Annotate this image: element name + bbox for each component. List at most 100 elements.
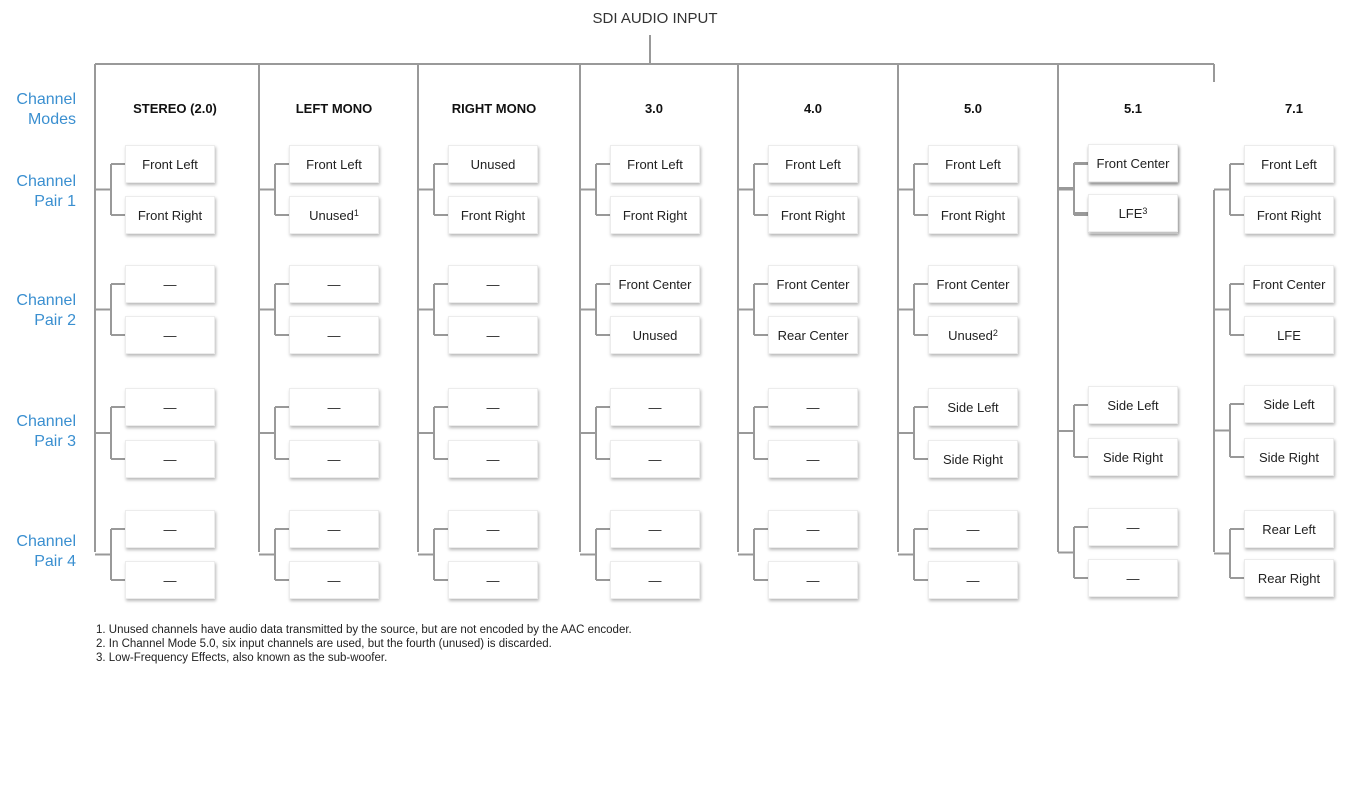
channel-slot: — xyxy=(448,440,538,478)
channel-slot: — xyxy=(125,510,215,548)
channel-slot: LFE xyxy=(1244,316,1334,354)
footnote-2: 2. In Channel Mode 5.0, six input channe… xyxy=(96,638,552,650)
channel-slot: — xyxy=(610,388,700,426)
mode-header: 3.0 xyxy=(644,101,664,116)
channel-slot: Front Left xyxy=(1244,145,1334,183)
channel-slot-label: Unused xyxy=(632,327,678,343)
channel-slot-label: — xyxy=(648,572,662,588)
channel-slot-label: Rear Left xyxy=(1262,521,1316,537)
channel-slot: Rear Left xyxy=(1244,510,1334,548)
channel-slot: Front Center xyxy=(768,265,858,303)
channel-slot-label: — xyxy=(163,572,177,588)
channel-slot-label: — xyxy=(1126,570,1140,586)
channel-slot-label: — xyxy=(486,399,500,415)
mode-header: 4.0 xyxy=(803,101,823,116)
channel-slot: — xyxy=(289,440,379,478)
mode-header: 5.0 xyxy=(963,101,983,116)
channel-slot-label: — xyxy=(806,572,820,588)
footnote-3: 3. Low-Frequency Effects, also known as … xyxy=(96,652,388,664)
channel-slot-label: Front Left xyxy=(142,156,198,172)
channel-slot: Front Right xyxy=(928,196,1018,234)
channel-slot-label: — xyxy=(327,276,341,292)
channel-slot: — xyxy=(289,265,379,303)
channel-slot-label: Front Right xyxy=(137,207,203,223)
channel-slot: — xyxy=(448,265,538,303)
channel-slot: Front Right xyxy=(448,196,538,234)
channel-slot-label: Front Right xyxy=(940,207,1006,223)
channel-slot-label: Front Left xyxy=(945,156,1001,172)
row-label-pair-3: Channel Pair 3 xyxy=(16,413,76,450)
channel-slot-label: — xyxy=(163,521,177,537)
channel-slot: — xyxy=(768,388,858,426)
channel-slot-label: LFE xyxy=(1277,327,1301,343)
channel-slot-label: — xyxy=(648,451,662,467)
channel-slot-label: — xyxy=(648,399,662,415)
channel-slot-label: Front Right xyxy=(460,207,526,223)
channel-slot-label: Side Right xyxy=(943,451,1003,467)
channel-slot-label: — xyxy=(327,521,341,537)
channel-slot-label: — xyxy=(806,451,820,467)
channel-slot-label: Front Center xyxy=(1252,276,1326,292)
diagram-title: SDI AUDIO INPUT xyxy=(592,10,718,27)
channel-slot-label: — xyxy=(163,276,177,292)
channel-slot-label: — xyxy=(486,572,500,588)
channel-slot-label: Unused xyxy=(309,207,354,223)
channel-slot: Front Right xyxy=(125,196,215,234)
channel-slot: Front Left xyxy=(289,145,379,183)
channel-slot: — xyxy=(610,440,700,478)
channel-slot-label: Front Left xyxy=(627,156,683,172)
channel-slot: Rear Right xyxy=(1244,559,1334,597)
row-label-pair-4: Channel Pair 4 xyxy=(16,533,76,570)
channel-slot: Front Left xyxy=(125,145,215,183)
channel-slot-label: — xyxy=(806,521,820,537)
channel-slot-label: Unused xyxy=(470,156,516,172)
channel-slot: Front Left xyxy=(610,145,700,183)
mode-header: 7.1 xyxy=(1284,101,1304,116)
channel-slot: Front Left xyxy=(928,145,1018,183)
mode-header: RIGHT MONO xyxy=(451,101,537,116)
channel-slot-label: — xyxy=(163,451,177,467)
channel-slot: — xyxy=(125,440,215,478)
channel-slot-label: — xyxy=(327,451,341,467)
channel-slot: Front Center xyxy=(1088,144,1178,182)
channel-slot: Side Left xyxy=(1244,385,1334,423)
channel-slot: Side Right xyxy=(928,440,1018,478)
channel-slot: Side Left xyxy=(1088,386,1178,424)
row-label-pair-1: Channel Pair 1 xyxy=(16,173,76,210)
channel-slot-label: Front Left xyxy=(306,156,362,172)
channel-slot: — xyxy=(448,316,538,354)
channel-slot: — xyxy=(125,561,215,599)
mode-header: 5.1 xyxy=(1123,101,1143,116)
channel-slot-label: — xyxy=(163,327,177,343)
channel-slot: — xyxy=(768,440,858,478)
channel-slot: Front Center xyxy=(610,265,700,303)
channel-slot: — xyxy=(768,510,858,548)
channel-slot: — xyxy=(928,561,1018,599)
channel-slot-label: Front Center xyxy=(618,276,692,292)
channel-slot: — xyxy=(289,561,379,599)
channel-slot: — xyxy=(1088,559,1178,597)
channel-slot: Front Right xyxy=(768,196,858,234)
channel-slot: — xyxy=(928,510,1018,548)
channel-slot: — xyxy=(1088,508,1178,546)
channel-slot: — xyxy=(125,316,215,354)
channel-slot-label: Front Center xyxy=(1096,155,1170,171)
channel-slot: — xyxy=(768,561,858,599)
channel-slot: — xyxy=(610,561,700,599)
channel-slot: Front Right xyxy=(1244,196,1334,234)
channel-slot-label: — xyxy=(486,327,500,343)
channel-slot: — xyxy=(125,265,215,303)
channel-slot: Side Right xyxy=(1088,438,1178,476)
channel-slot: Unused xyxy=(610,316,700,354)
mode-header: LEFT MONO xyxy=(295,101,373,116)
channel-slot: Side Left xyxy=(928,388,1018,426)
channel-slot-label: — xyxy=(486,276,500,292)
channel-slot-label: — xyxy=(327,572,341,588)
channel-slot-label: Rear Center xyxy=(777,327,849,343)
channel-slot: — xyxy=(289,510,379,548)
channel-slot-label: Side Left xyxy=(1263,396,1315,412)
footnotes: 1. Unused channels have audio data trans… xyxy=(96,623,632,665)
